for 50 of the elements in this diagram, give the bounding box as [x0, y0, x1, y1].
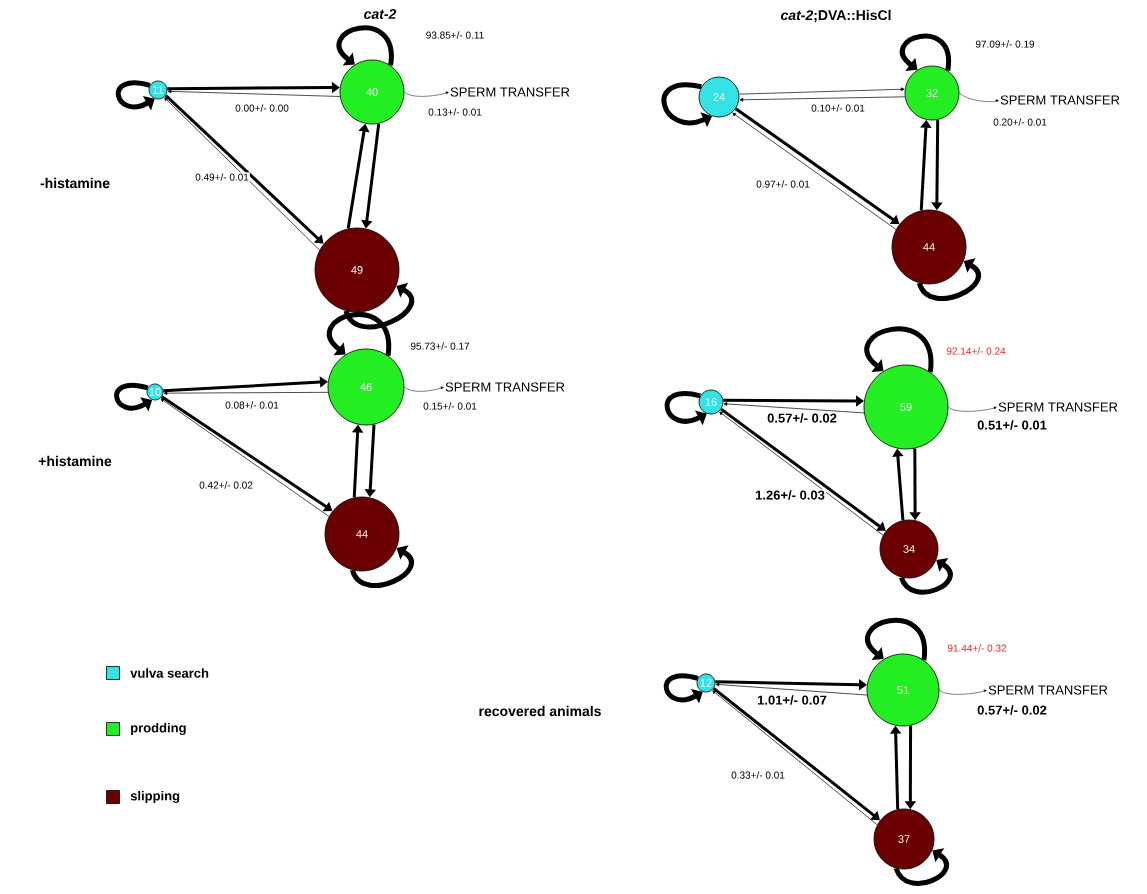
edge-label: 97.09+/- 0.19	[974, 39, 1036, 49]
edge-label: 1.26+/- 0.03	[754, 489, 826, 501]
edge-label: 0.57+/- 0.02	[976, 704, 1048, 716]
arrow	[948, 406, 997, 412]
edge-label: 0.33+/- 0.01	[730, 770, 786, 780]
edge-label: 91.44+/- 0.32	[946, 643, 1008, 653]
arrow	[959, 92, 999, 103]
column-heading: cat-2	[364, 9, 397, 19]
legend-text: slipping	[130, 790, 180, 804]
edge-label: 0.57+/- 0.02	[766, 412, 838, 424]
arrow	[739, 96, 906, 102]
arrow	[939, 689, 987, 695]
arrow	[167, 89, 341, 97]
legend-text: prodding	[131, 722, 186, 736]
edge-label: 0.42+/- 0.02	[198, 480, 254, 490]
arrow	[163, 391, 329, 395]
outcome-text: SPERM TRANSFER	[1000, 95, 1120, 105]
loop-arrow	[900, 33, 951, 71]
edge-label: 0.49+/- 0.01	[194, 172, 250, 182]
edge-label: 0.13+/- 0.01	[427, 107, 483, 117]
outcome-text: SPERM TRANSFER	[450, 87, 570, 97]
arrow	[723, 402, 865, 414]
loop-arrow	[336, 25, 394, 66]
edge-label: 95.73+/- 0.17	[409, 341, 471, 351]
arrow	[404, 386, 444, 392]
outcome-text: SPERM TRANSFER	[998, 402, 1118, 412]
edge-label: 0.20+/- 0.01	[992, 117, 1048, 127]
loop-arrow	[865, 618, 927, 661]
edge-label: 92.14+/- 0.24	[945, 346, 1007, 356]
arrow	[738, 87, 905, 95]
outcome-text: SPERM TRANSFER	[445, 382, 565, 392]
edge-label: 93.85+/- 0.11	[424, 30, 486, 40]
legend-text: vulva search	[130, 668, 209, 678]
edge-label: 0.51+/- 0.01	[976, 419, 1048, 431]
edge-label: 0.08+/- 0.01	[224, 400, 280, 410]
column-heading: cat-2;DVA::HisCl	[780, 9, 891, 23]
row-label: recovered animals	[479, 705, 601, 717]
row-label: -histamine	[40, 177, 110, 189]
loop-arrow	[327, 312, 391, 356]
edge-label: 0.15+/- 0.01	[422, 401, 478, 411]
arrow	[404, 91, 449, 97]
edge-label: 0.00+/- 0.00	[234, 103, 290, 113]
edge-label: 0.10+/- 0.01	[810, 103, 866, 113]
arrow	[715, 682, 868, 696]
loop-arrow	[864, 326, 934, 373]
outcome-text: SPERM TRANSFER	[988, 685, 1108, 695]
edge-label: 1.01+/- 0.07	[756, 694, 828, 706]
arrow	[163, 376, 328, 393]
edge-label: 0.97+/- 0.01	[755, 179, 811, 189]
row-label: +histamine	[38, 455, 112, 467]
